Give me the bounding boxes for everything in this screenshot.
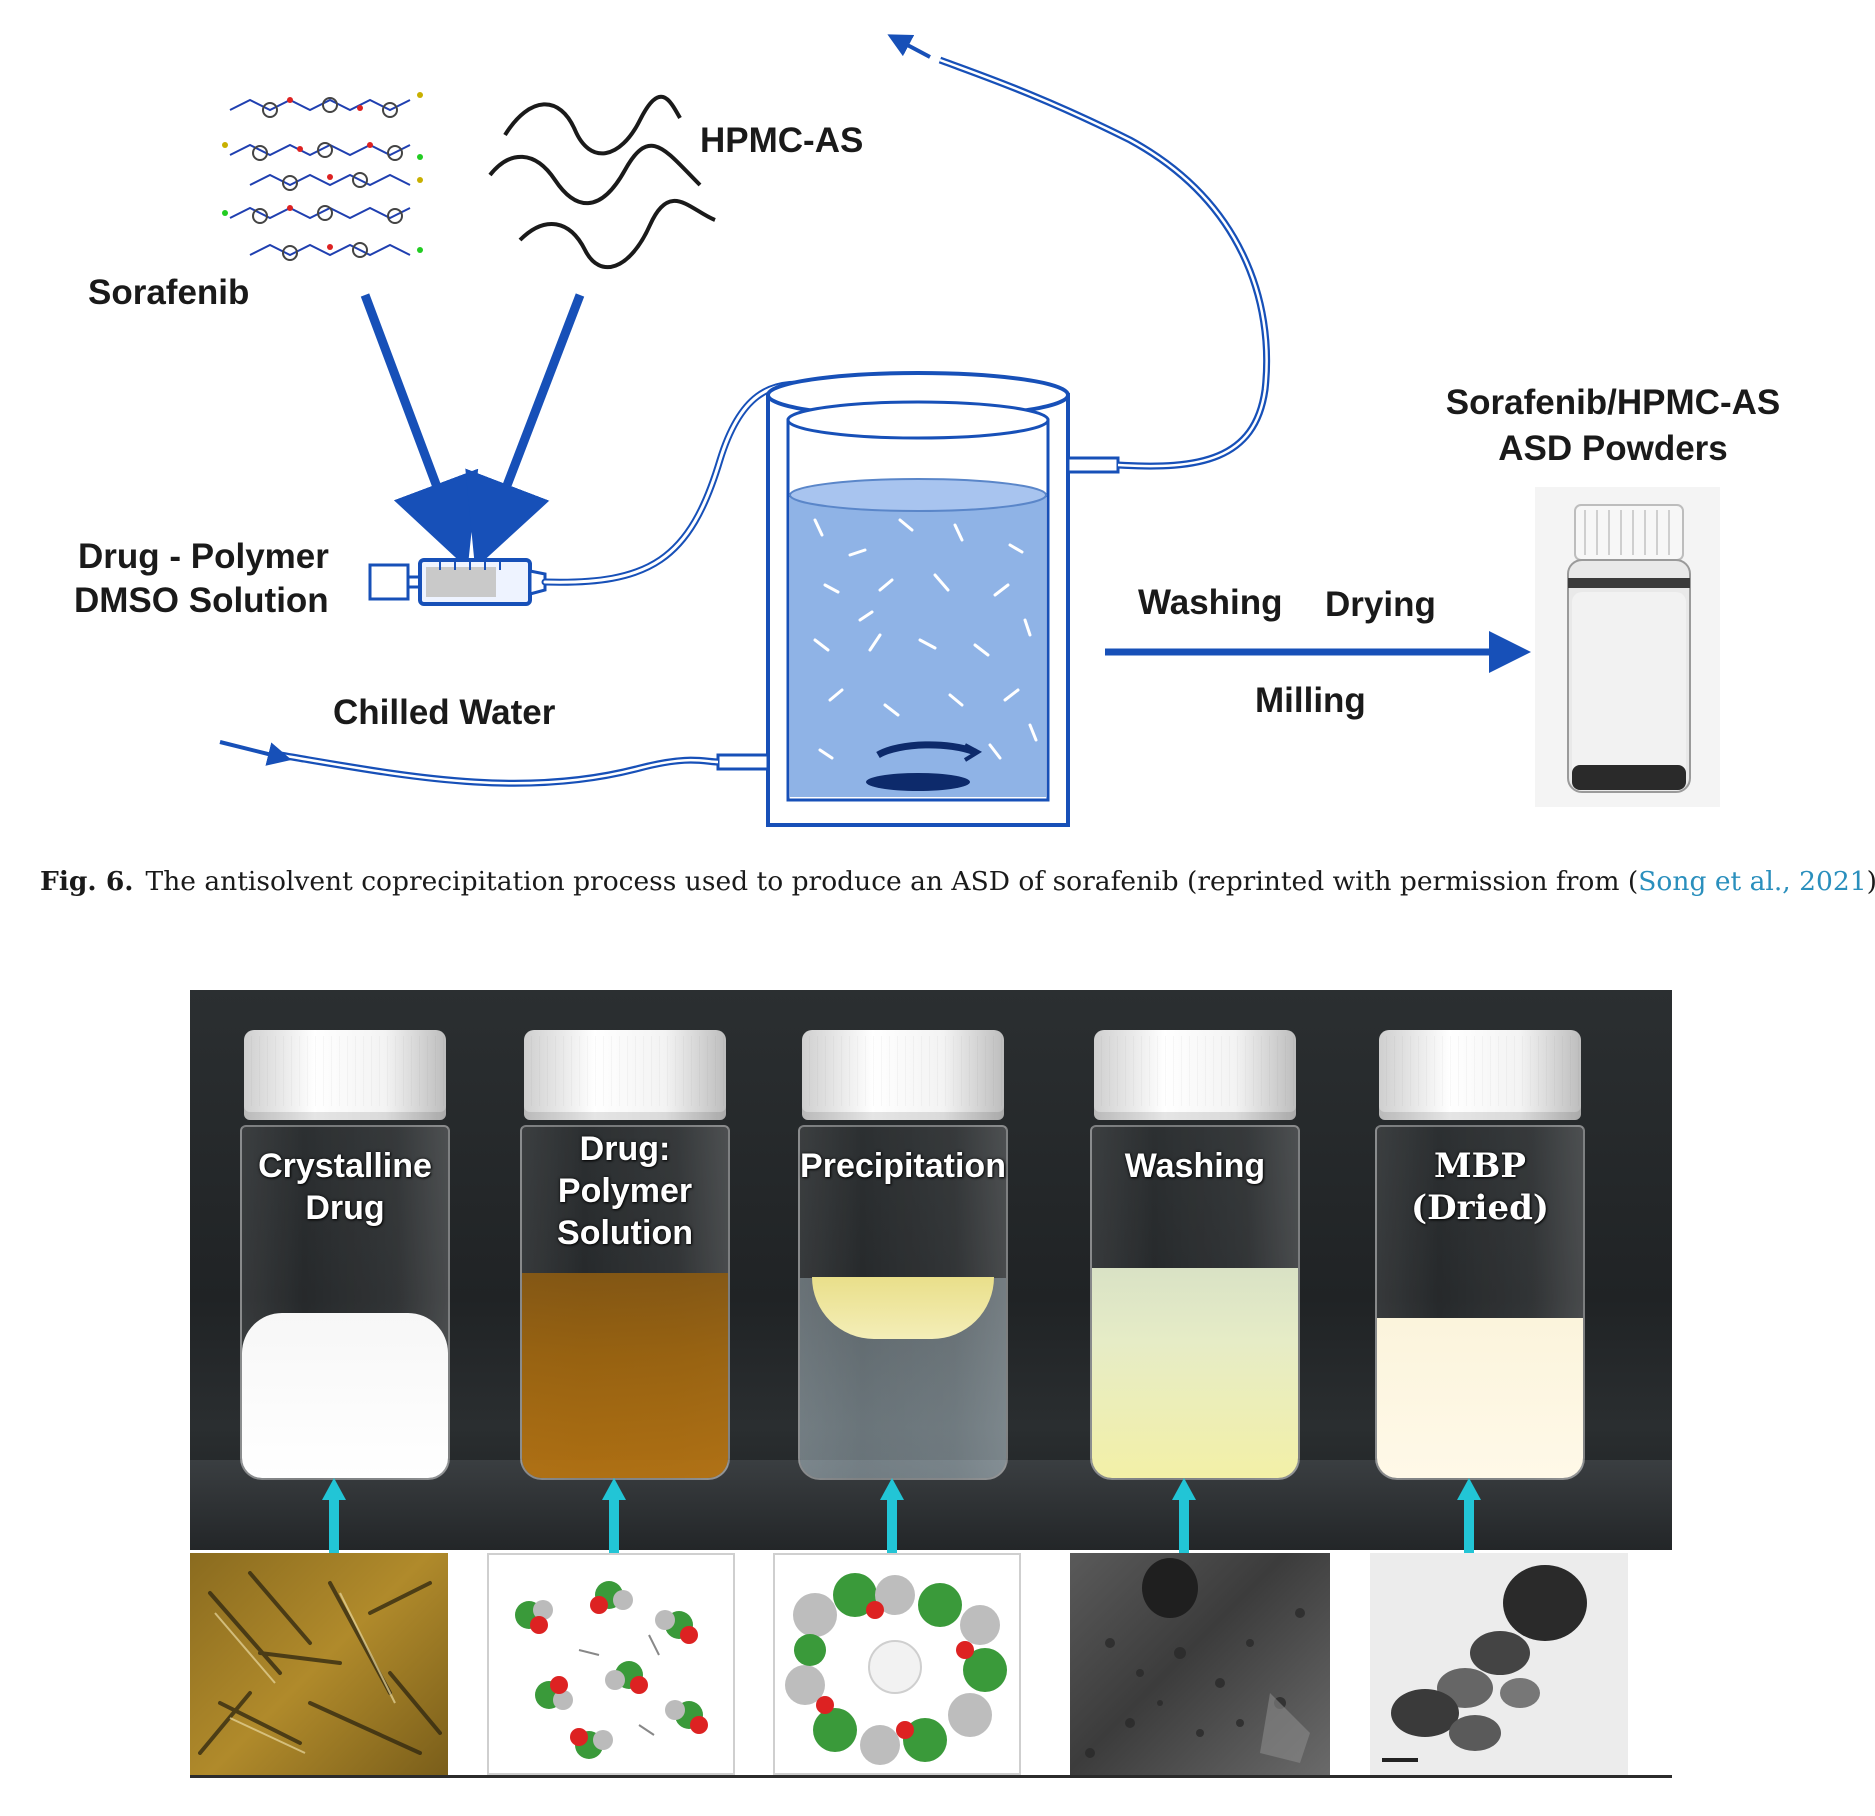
vial-cap [244, 1030, 446, 1120]
citation-link[interactable]: Song et al., 2021 [1638, 866, 1867, 897]
vial-label-precipitation: Precipitation [798, 1145, 1008, 1187]
molecular-model-solution [487, 1553, 735, 1775]
precipitate-layer [812, 1277, 994, 1339]
vial-label-line1: Crystalline [258, 1147, 432, 1185]
washing-step-label: Washing [1138, 583, 1283, 622]
caption-text: The antisolvent coprecipitation process … [145, 866, 1639, 897]
vial-label-line2: Polymer [557, 1172, 693, 1210]
tem-image-mbp [1370, 1553, 1628, 1775]
precipitate-particles-icon [813, 518, 1038, 760]
vial-cap [1094, 1030, 1296, 1120]
cyan-arrow-icon [880, 1478, 904, 1600]
sorafenib-molecules-icon [222, 92, 423, 261]
figure-caption: Fig. 6. The antisolvent coprecipitation p… [40, 866, 1875, 897]
drying-step-label: Drying [1325, 585, 1436, 624]
vial-glass [1090, 1125, 1300, 1480]
cyan-arrow-icon [602, 1478, 626, 1600]
milling-step-label: Milling [1255, 681, 1366, 720]
dried-powder [1377, 1318, 1583, 1478]
vial-drug-polymer-solution: Drug: Polymer Solution [520, 1030, 730, 1480]
product-bottle-photo [1535, 487, 1720, 807]
molecular-model-precipitate [773, 1553, 1021, 1775]
vial-label-line1: Precipitation [800, 1147, 1006, 1185]
vial-cap [524, 1030, 726, 1120]
vial-label-line1: Washing [1124, 1147, 1266, 1185]
cyan-arrow-icon [1172, 1478, 1196, 1600]
antisolvent-water [790, 495, 1046, 797]
vial-label-line2: (Dried) [1411, 1188, 1549, 1228]
chilled-water-tube [279, 751, 719, 787]
vial-washing: Washing [1090, 1030, 1300, 1480]
vial-label-line3: Solution [557, 1214, 693, 1252]
cyan-arrow-icon [1457, 1478, 1481, 1600]
vial-label-line2: Drug [305, 1189, 385, 1227]
panel-bottom-rule [190, 1775, 1672, 1778]
vial-mbp-dried: MBP (Dried) [1375, 1030, 1585, 1480]
drug-polymer-label-line2: DMSO Solution [74, 581, 329, 620]
vial-cap [802, 1030, 1004, 1120]
figure-number: Fig. 6. [40, 866, 134, 897]
vial-crystalline-drug: Crystalline Drug [240, 1030, 450, 1480]
micrograph-crystals [190, 1553, 448, 1775]
hpmc-polymer-chains-icon [488, 94, 716, 270]
scale-bar [1382, 1758, 1418, 1762]
process-diagram [219, 34, 1720, 827]
vial-photo-panel: Crystalline Drug Drug: Polymer Solution … [190, 990, 1672, 1780]
hpmc-arrow [465, 293, 585, 569]
stir-bar-icon [866, 773, 970, 791]
vial-label-washing: Washing [1090, 1145, 1300, 1187]
sorafenib-label: Sorafenib [88, 273, 250, 312]
cyan-arrow-icon [322, 1478, 346, 1600]
drug-polymer-label-line1: Drug - Polymer [78, 537, 329, 576]
suspension [1092, 1268, 1298, 1478]
vial-label-crystalline: Crystalline Drug [240, 1145, 450, 1229]
product-label-line1: Sorafenib/HPMC-AS [1445, 383, 1781, 422]
vial-glass [798, 1125, 1008, 1480]
hpmc-label: HPMC-AS [700, 121, 864, 160]
vial-glass [520, 1125, 730, 1480]
vial-glass [1375, 1125, 1585, 1480]
vial-glass [240, 1125, 450, 1480]
molecule-cluster-icon [515, 1581, 708, 1759]
vial-label-solution: Drug: Polymer Solution [520, 1128, 730, 1254]
vial-label-line1: MBP [1434, 1146, 1526, 1186]
syringe-icon [368, 558, 547, 606]
vial-label-line1: Drug: [579, 1130, 671, 1168]
caption-tail: )). [1867, 866, 1875, 897]
white-powder [242, 1313, 448, 1478]
sem-image-washing [1070, 1553, 1330, 1775]
arrows-layer [322, 1478, 1481, 1600]
chilled-water-label: Chilled Water [333, 693, 556, 732]
vial-label-mbp: MBP (Dried) [1375, 1145, 1585, 1229]
figure-6-schematic: Sorafenib HPMC-AS Drug - Polymer DMSO So… [0, 0, 1875, 850]
vial-precipitation: Precipitation [798, 1030, 1008, 1480]
amber-solution [522, 1273, 728, 1478]
sorafenib-arrow [360, 293, 479, 569]
vial-cap [1379, 1030, 1581, 1120]
jacketed-beaker [716, 371, 1120, 827]
product-label-line2: ASD Powders [1498, 429, 1728, 468]
